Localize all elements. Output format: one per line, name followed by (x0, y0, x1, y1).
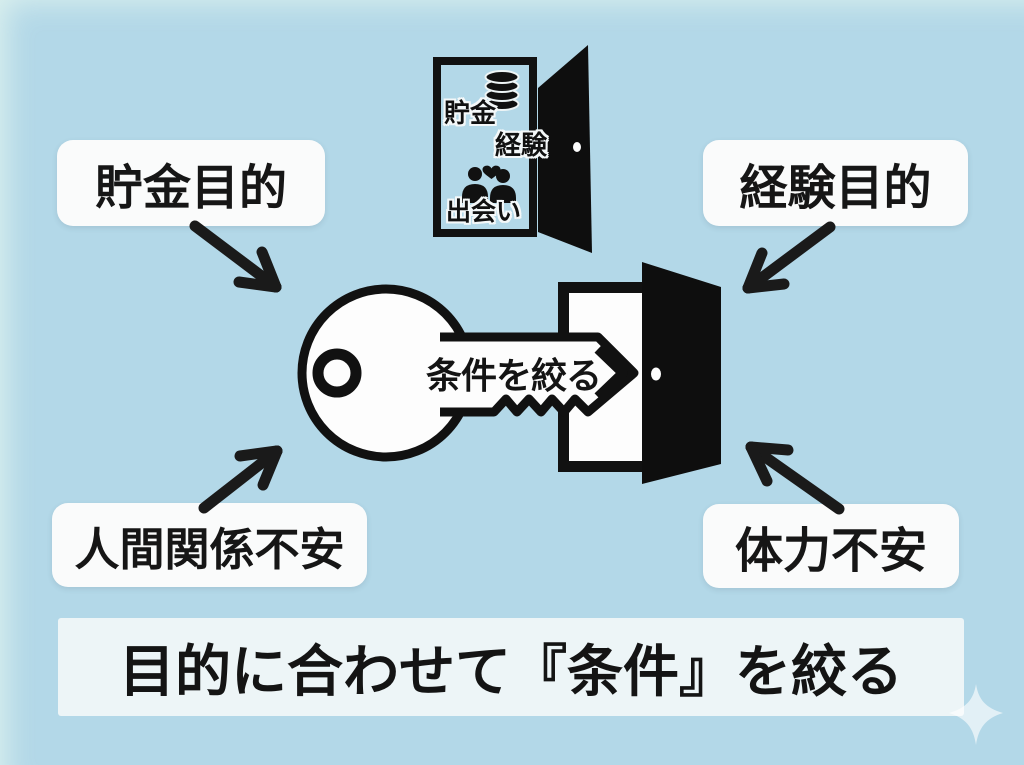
key-blade (440, 337, 634, 412)
label-box-top-left: 貯金目的 (57, 140, 325, 226)
door-label-meeting: 出会い (446, 198, 522, 226)
arrow-bottom-right-icon (745, 441, 845, 515)
door-panel (642, 262, 721, 484)
people-heart-icon (462, 165, 516, 203)
label-box-top-right: 経験目的 (703, 140, 968, 226)
arrow-top-right-icon (742, 221, 836, 294)
door-label-savings: 貯金 (444, 98, 497, 128)
label-text-savings-goal: 貯金目的 (94, 162, 287, 215)
label-text-stamina-anxiety: 体力不安 (734, 525, 927, 578)
sparkle-icon (949, 684, 1003, 745)
door-label-experience: 経験 (495, 130, 548, 160)
arrow-bottom-left-icon (198, 445, 283, 514)
open-door-icon-top (433, 45, 592, 253)
doorknob-icon (573, 142, 581, 152)
key-icon (297, 284, 639, 462)
key-tip-chevron (594, 345, 628, 401)
key-hole (312, 348, 362, 398)
label-box-bottom-left: 人間関係不安 (52, 503, 367, 587)
label-box-bottom-right: 体力不安 (703, 504, 959, 588)
banner: 目的に合わせて『条件』を絞る (58, 618, 964, 716)
door-frame (433, 57, 537, 237)
door-panel (538, 45, 592, 253)
key-blade-outline (440, 332, 639, 417)
label-text-relationship-anxiety: 人間関係不安 (74, 523, 345, 575)
banner-title: 目的に合わせて『条件』を絞る (119, 639, 903, 703)
key-label: 条件を絞る (425, 355, 602, 396)
label-text-experience-goal: 経験目的 (739, 162, 932, 215)
arrow-top-left-icon (189, 220, 282, 293)
coin-stack-icon (484, 70, 520, 111)
doorknob-icon (651, 367, 661, 381)
